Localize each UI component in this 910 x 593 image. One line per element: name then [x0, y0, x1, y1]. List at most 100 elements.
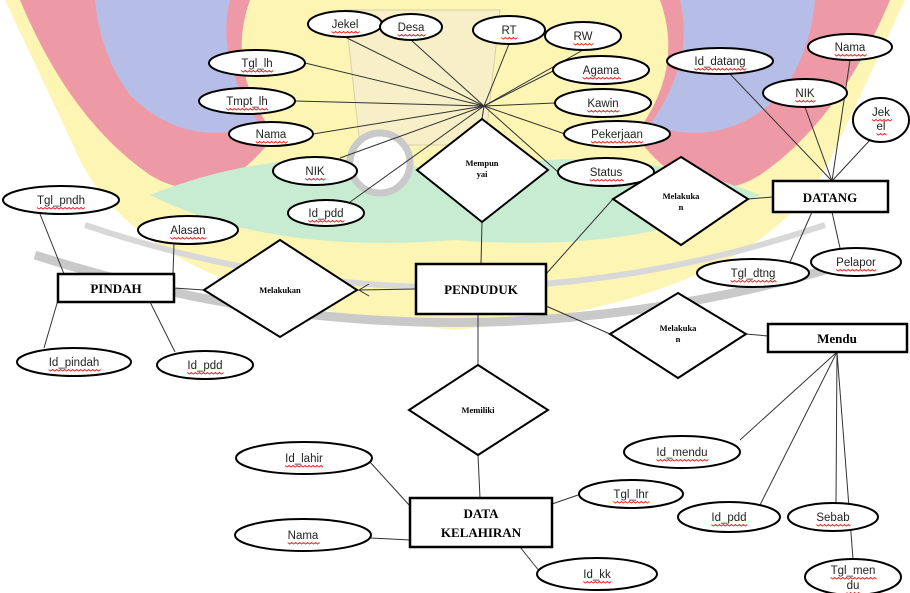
connector-line: [149, 301, 176, 353]
entity-penduduk: PENDUDUK: [414, 262, 548, 316]
spellcheck-squiggle: [582, 76, 622, 80]
attr-kawin: Kawin: [554, 88, 652, 118]
attr-mendu-tgl-mendu-label-2: du: [847, 580, 860, 592]
connector-line: [745, 333, 769, 337]
connector-line: [739, 351, 838, 441]
attr-kelahiran-id-kk-label: Id_kk: [583, 569, 611, 581]
rel-memiliki-label: Memiliki: [461, 405, 495, 415]
attr-mendu-id-mendu-label: Id_mendu: [656, 447, 707, 459]
connector-line: [545, 305, 611, 335]
attr-datang-nik: NIK: [762, 78, 848, 108]
connector-line: [831, 59, 851, 182]
connector-line: [480, 221, 483, 265]
entity-datang: DATANG: [771, 179, 890, 214]
entity-datang-label: DATANG: [803, 190, 857, 205]
connector-line: [344, 36, 485, 107]
entity-pindah-label: PINDAH: [90, 281, 141, 296]
attr-status: Status: [557, 157, 655, 187]
watermark-emblem-ring: [346, 129, 414, 197]
rel-melakukan-pindah-label: Melakukan: [259, 285, 301, 295]
spellcheck-squiggle: [331, 30, 360, 34]
attr-desa: Desa: [379, 13, 443, 41]
attr-datang-tgl-dtng: Tgl_dtng: [696, 258, 810, 288]
attr-desa-label: Desa: [398, 22, 425, 34]
entity-mendu: Mendu: [766, 322, 909, 354]
connector-line: [43, 299, 59, 349]
spellcheck-squiggle: [694, 67, 747, 71]
entity-data-kelahiran: DATA KELAHIRAN: [408, 496, 554, 549]
connector-line: [370, 537, 411, 541]
attr-mendu-tgl-mendu: Tgl_men du: [804, 558, 902, 593]
attr-mendu-sebab: Sebab: [787, 502, 879, 532]
connector-line: [759, 351, 838, 506]
connector-line: [339, 105, 485, 159]
attr-pindah-id-pdd: Id_pdd: [156, 350, 254, 380]
arrowheads: [358, 283, 370, 297]
rel-memiliki: Memiliki: [407, 363, 550, 457]
spellcheck-squiggle: [501, 36, 518, 40]
spellcheck-squiggle: [308, 219, 345, 223]
rel-mempunyai-label-1: Mempun: [465, 158, 498, 168]
attr-datang-pelapor-label: Pelapor: [836, 257, 876, 269]
spellcheck-squiggle: [573, 42, 594, 46]
connector-line: [39, 213, 65, 275]
rel-melakukan-mendu-label-2: n: [676, 334, 681, 344]
attr-kelahiran-id-lahir: Id_lahir: [235, 441, 373, 475]
rel-melakukan-datang-label-1: Melakuka: [663, 191, 701, 201]
attr-tmpt-lhr: Tmpt_lh: [198, 87, 296, 115]
spellcheck-squiggle: [871, 118, 893, 122]
attr-id-pdd-label: Id_pdd: [308, 208, 343, 220]
spellcheck-squiggle: [255, 140, 288, 144]
attr-mendu-id-pdd-label: Id_pdd: [711, 512, 746, 524]
connector-line: [369, 461, 411, 507]
attr-pindah-id-pindah: Id_pindah: [16, 347, 132, 377]
spellcheck-squiggle: [730, 279, 777, 283]
connection-lines: [39, 36, 871, 573]
connector-line: [831, 211, 841, 249]
attr-kelahiran-nama: Nama: [234, 518, 372, 552]
connector-line: [349, 105, 485, 203]
connector-line: [483, 43, 510, 107]
attr-rt-label: RT: [501, 25, 516, 37]
connector-line: [804, 106, 833, 182]
entity-data-kelahiran-label-2: KELAHIRAN: [441, 525, 522, 540]
rel-mempunyai-label-2: yai: [477, 169, 489, 179]
connector-line: [304, 62, 485, 107]
attr-rw-label: RW: [574, 31, 593, 43]
attr-pindah-tgl-pndh-label: Tgl_pndh: [37, 195, 85, 207]
attr-pindah-id-pindah-label: Id_pindah: [49, 357, 100, 369]
rel-melakukan-pindah: Melakukan: [202, 238, 359, 339]
attr-rw: RW: [544, 21, 622, 51]
attr-nik-label: NIK: [305, 166, 325, 178]
spellcheck-squiggle: [816, 523, 851, 527]
connector-line: [545, 198, 614, 275]
connector-line: [551, 493, 582, 505]
connector-line: [729, 73, 833, 182]
connector-line: [519, 546, 541, 573]
attr-tmpt-lhr-label: Tmpt_lh: [226, 96, 268, 108]
connector-line: [835, 351, 838, 504]
spellcheck-squiggle: [305, 177, 326, 181]
attr-pindah-alasan: Alasan: [137, 215, 239, 245]
connector-line: [172, 243, 175, 275]
spellcheck-underlines: [36, 30, 893, 593]
spellcheck-squiggle: [656, 458, 709, 462]
spellcheck-squiggle: [589, 178, 624, 182]
rel-melakukan-mendu: Melakuka n: [608, 291, 748, 380]
spellcheck-squiggle: [583, 580, 612, 584]
spellcheck-squiggle: [587, 109, 620, 113]
spellcheck-squiggle: [170, 236, 207, 240]
attr-id-pdd: Id_pdd: [287, 199, 365, 227]
attr-mendu-tgl-mendu-label-1: Tgl_men: [831, 565, 876, 577]
attr-kelahiran-tgl-lhr-label: Tgl_lhr: [613, 489, 648, 501]
entity-data-kelahiran-label-1: DATA: [464, 506, 500, 521]
spellcheck-squiggle: [225, 107, 269, 111]
attr-tgl-lhr: Tgl_lh: [208, 49, 306, 77]
spellcheck-squiggle: [590, 140, 644, 144]
attr-datang-nama-label: Nama: [835, 42, 866, 54]
attr-mendu-sebab-label: Sebab: [816, 512, 849, 524]
attr-agama: Agama: [552, 55, 650, 85]
attr-datang-id-datang-label: Id_datang: [694, 56, 745, 68]
spellcheck-squiggle: [287, 541, 320, 545]
attr-mendu-id-pdd: Id_pdd: [677, 501, 781, 533]
